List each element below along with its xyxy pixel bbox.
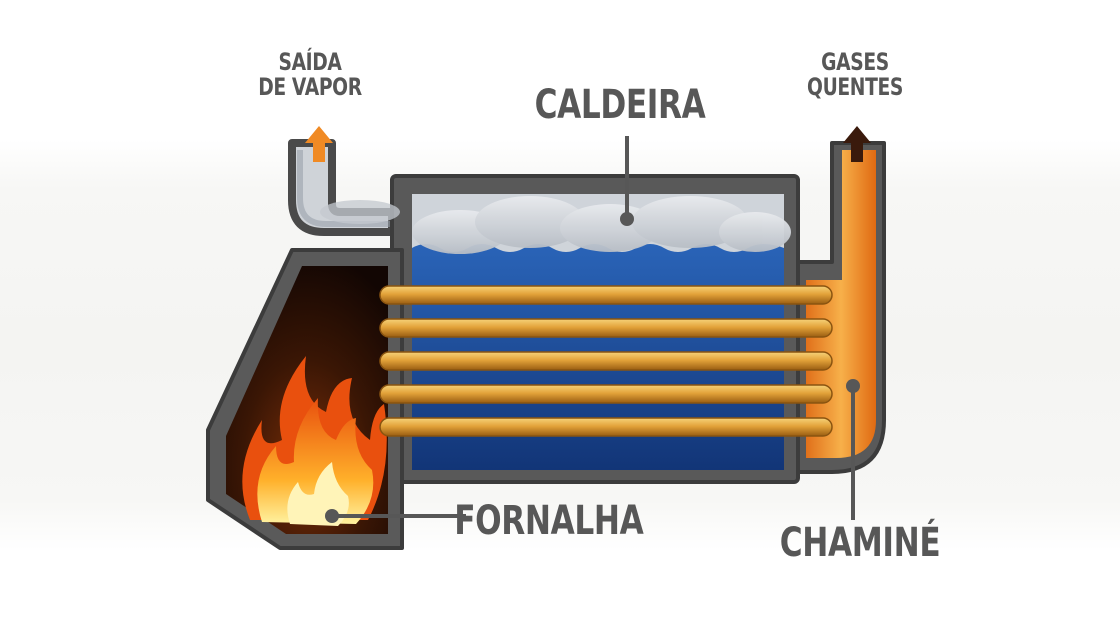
cloud-icon — [320, 196, 791, 254]
furnace — [206, 248, 404, 550]
label-hot-gases: GASES QUENTES — [785, 48, 925, 102]
label-steam-outlet: SAÍDA DE VAPOR — [240, 48, 380, 102]
label-steam-outlet-line1: SAÍDA — [278, 48, 342, 76]
flame-icon — [242, 356, 387, 526]
tube-2 — [379, 318, 833, 338]
tube-1 — [379, 285, 833, 305]
arrow-up-icon — [843, 126, 871, 162]
tube-3 — [379, 351, 833, 371]
leader-fornalha-dot — [325, 509, 339, 523]
label-hot-gases-line2: QUENTES — [807, 73, 903, 102]
leader-lines — [325, 136, 860, 523]
label-furnace: FORNALHA — [454, 498, 644, 544]
label-chimney: CHAMINÉ — [779, 520, 941, 566]
fire-tubes — [379, 285, 833, 437]
tube-4 — [379, 384, 833, 404]
arrow-up-icon — [305, 126, 333, 162]
label-steam-outlet-line2: DE VAPOR — [258, 73, 362, 102]
label-hot-gases-line1: GASES — [821, 48, 889, 76]
leader-chamine-dot — [846, 379, 860, 393]
label-boiler: CALDEIRA — [534, 82, 706, 128]
leader-caldeira-dot — [620, 212, 634, 226]
tube-5 — [379, 417, 833, 437]
